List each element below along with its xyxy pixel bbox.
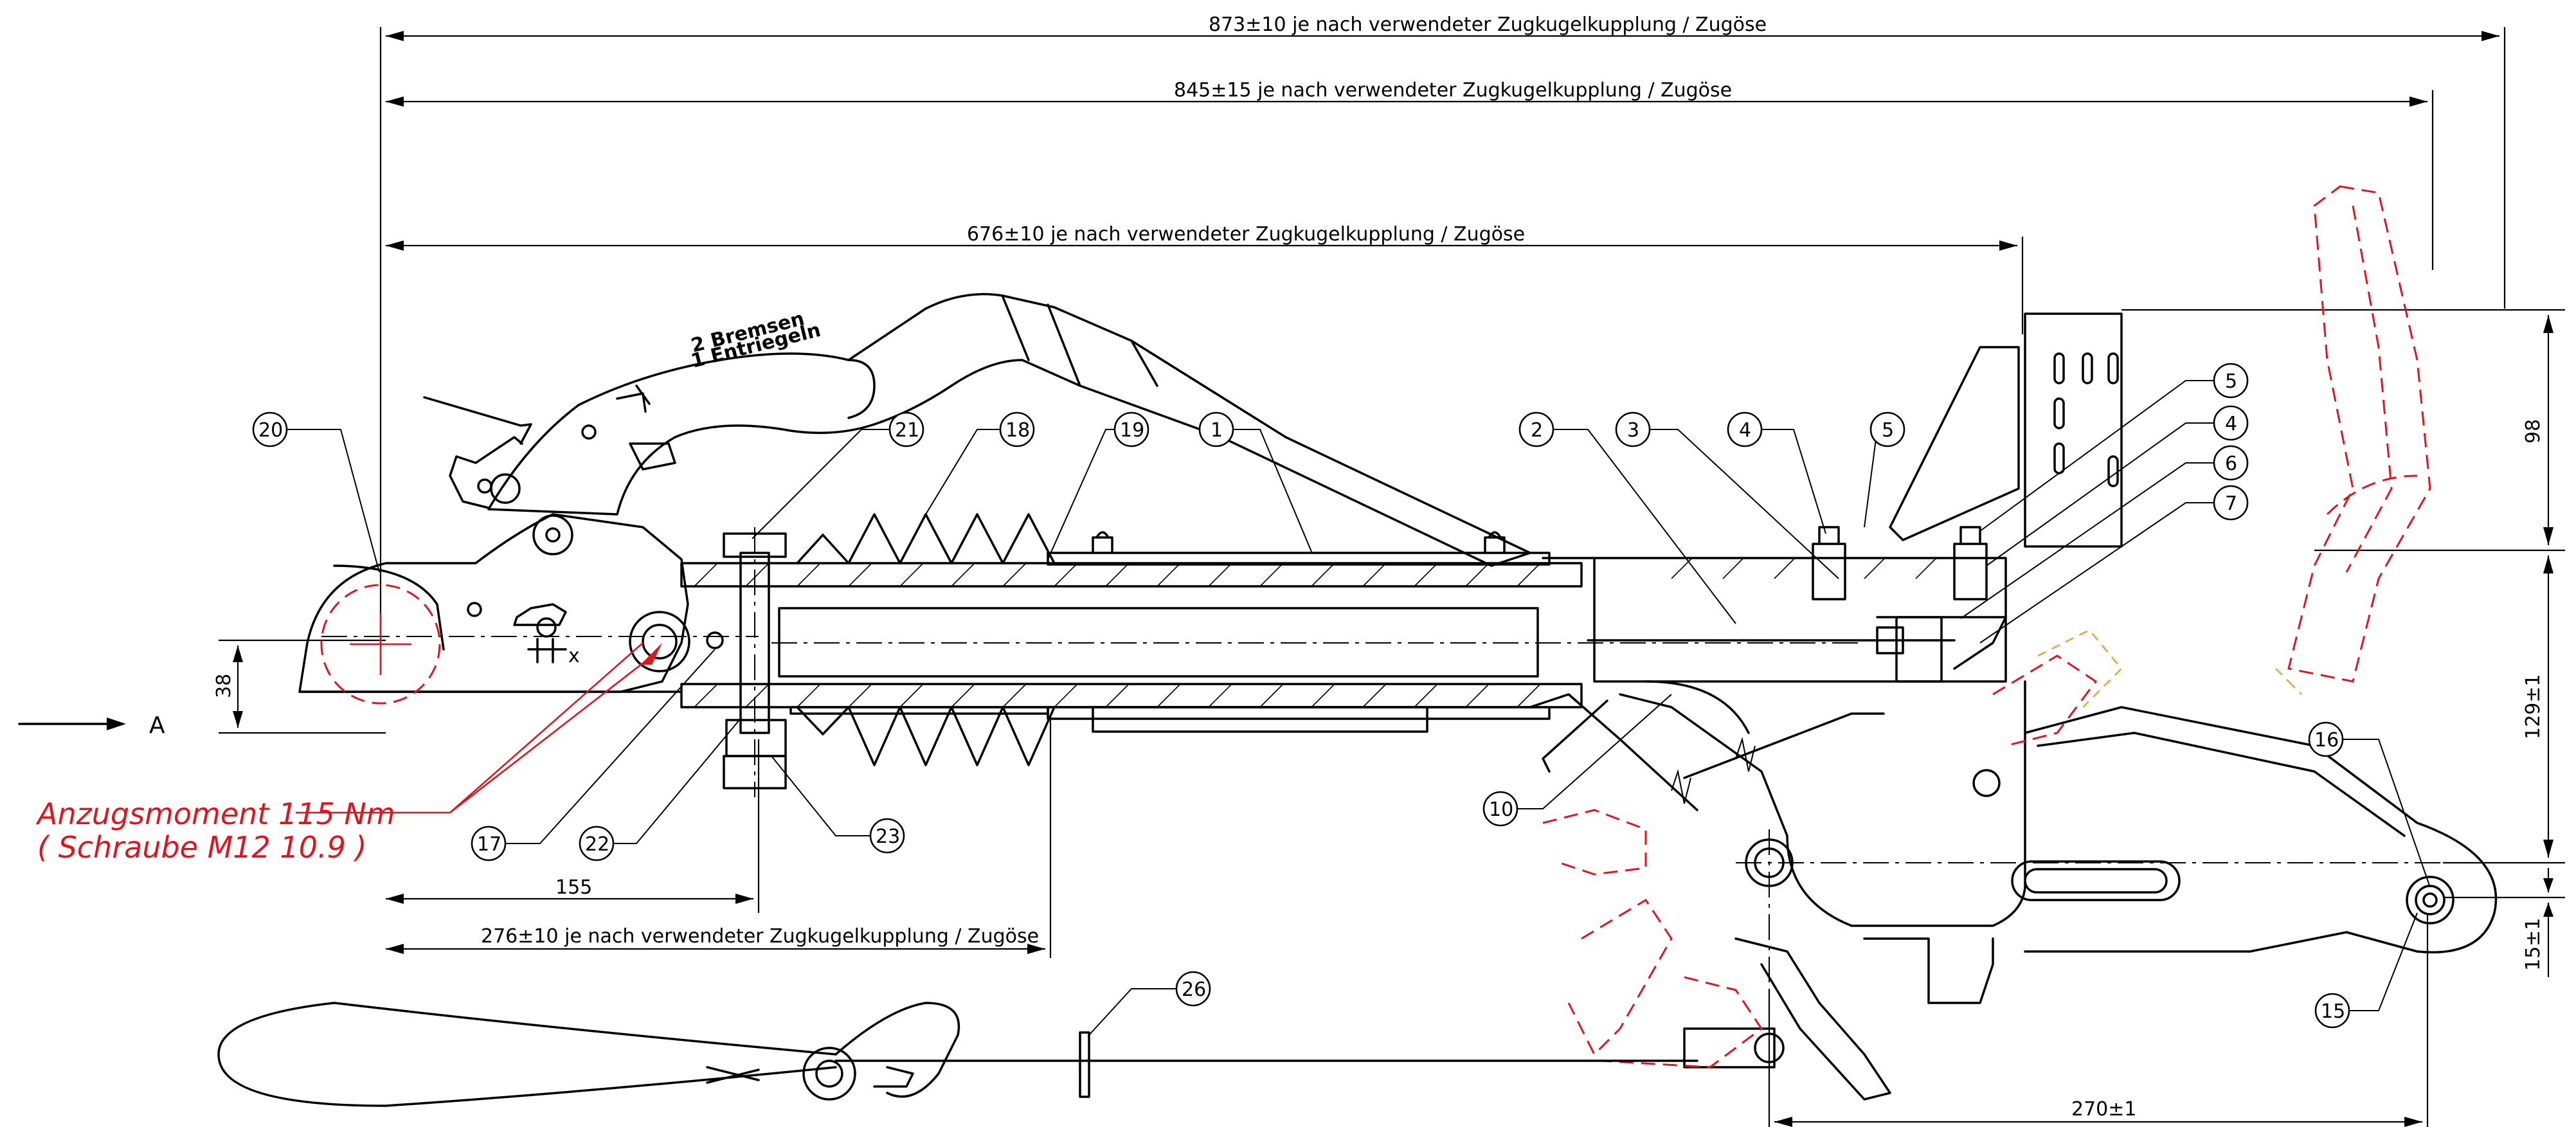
leader-lines: [287, 380, 2431, 1036]
dimension-873-text: 873±10 je nach verwendeter Zugkugelkuppl…: [1209, 14, 1767, 36]
dimension-276-text: 276±10 je nach verwendeter Zugkugelkuppl…: [481, 925, 1039, 948]
balloon-1: 1: [1198, 411, 1234, 447]
view-arrow-a: A: [18, 712, 165, 739]
svg-text:1: 1: [1211, 419, 1223, 442]
svg-text:4: 4: [1739, 419, 1751, 442]
balloon-18: 18: [999, 411, 1035, 447]
dimension-270: 270±1: [1768, 913, 2429, 1127]
dimension-276: 276±10 je nach verwendeter Zugkugelkuppl…: [386, 720, 1052, 958]
svg-text:x: x: [568, 645, 580, 667]
balloon-20: 20: [252, 411, 288, 447]
balloon-22: 22: [579, 825, 615, 861]
svg-text:3: 3: [1627, 419, 1639, 442]
rear-housing: [1542, 526, 2007, 683]
svg-text:19: 19: [1120, 419, 1144, 442]
bellows: [796, 513, 1056, 766]
dimension-38: 38: [213, 639, 386, 734]
coupling-head: x: [298, 473, 759, 693]
balloon-2: 2: [1518, 411, 1554, 447]
balloon-4-right: 4: [2213, 405, 2249, 441]
balloon-5-right: 5: [2213, 363, 2249, 399]
dimension-270-text: 270±1: [2071, 1098, 2136, 1121]
balloon-19: 19: [1113, 411, 1149, 447]
dimension-676: 676±10 je nach verwendeter Zugkugelkuppl…: [386, 223, 2024, 334]
ball-centerline: [350, 613, 411, 675]
dimension-845-text: 845±15 je nach verwendeter Zugkugelkuppl…: [1174, 79, 1732, 102]
balloon-6: 6: [2213, 445, 2249, 481]
svg-text:20: 20: [258, 419, 283, 442]
svg-text:16: 16: [2314, 729, 2339, 752]
axle-bracket: [1529, 680, 2498, 1101]
dimension-38-text: 38: [213, 674, 235, 698]
svg-text:26: 26: [1182, 978, 1206, 1001]
balloon-4-top: 4: [1727, 411, 1763, 447]
torque-line-1: Anzugsmoment 115 Nm: [35, 797, 395, 831]
svg-text:6: 6: [2225, 453, 2237, 475]
balloon-15: 15: [2314, 993, 2350, 1029]
svg-text:10: 10: [1489, 798, 1513, 821]
torque-note: Anzugsmoment 115 Nm ( Schraube M12 10.9 …: [35, 642, 662, 865]
svg-text:18: 18: [1005, 419, 1030, 442]
dimension-845: 845±15 je nach verwendeter Zugkugelkuppl…: [386, 79, 2434, 270]
dimension-129: 129±1: [2443, 555, 2565, 864]
svg-text:21: 21: [895, 419, 919, 442]
svg-text:22: 22: [585, 833, 609, 856]
torque-line-2: ( Schraube M12 10.9 ): [37, 830, 366, 865]
dimension-129-text: 129±1: [2522, 674, 2544, 739]
ball-alternate-outline: [320, 584, 441, 705]
balloon-10: 10: [1482, 791, 1518, 827]
svg-text:5: 5: [2225, 370, 2237, 393]
dimension-873: 873±10 je nach verwendeter Zugkugelkuppl…: [379, 14, 2506, 643]
dimension-98: 98: [2121, 309, 2565, 552]
balloon-21: 21: [888, 411, 924, 447]
dimension-155: 155: [386, 739, 760, 913]
breakaway-cable: [217, 1002, 1698, 1107]
balloon-5-top: 5: [1869, 411, 1905, 447]
handbrake-lever: 2 Bremsen 1 Entriegeln: [423, 293, 1531, 567]
dimension-98-text: 98: [2522, 419, 2544, 444]
dimension-676-text: 676±10 je nach verwendeter Zugkugelkuppl…: [967, 223, 1525, 246]
svg-text:17: 17: [477, 833, 501, 856]
view-label: A: [149, 712, 165, 739]
dimension-155-text: 155: [555, 876, 592, 899]
balloon-3: 3: [1615, 411, 1651, 447]
svg-text:15: 15: [2321, 1000, 2345, 1023]
balloon-7: 7: [2213, 485, 2249, 521]
dimension-15-text: 15±1: [2522, 918, 2544, 971]
svg-text:7: 7: [2225, 492, 2237, 515]
balloon-17: 17: [471, 825, 507, 861]
dimension-15: 15±1: [2443, 868, 2565, 977]
alternate-positions: [1542, 185, 2431, 1068]
svg-text:2: 2: [1531, 419, 1543, 442]
svg-text:23: 23: [876, 825, 900, 848]
balloon-23: 23: [869, 818, 905, 854]
drawbar-tube: [680, 531, 1864, 733]
vertical-bolt: [723, 527, 787, 797]
svg-text:5: 5: [1882, 419, 1894, 442]
balloon-26: 26: [1175, 971, 1211, 1007]
balloon-16: 16: [2308, 721, 2344, 757]
svg-text:4: 4: [2225, 413, 2237, 435]
